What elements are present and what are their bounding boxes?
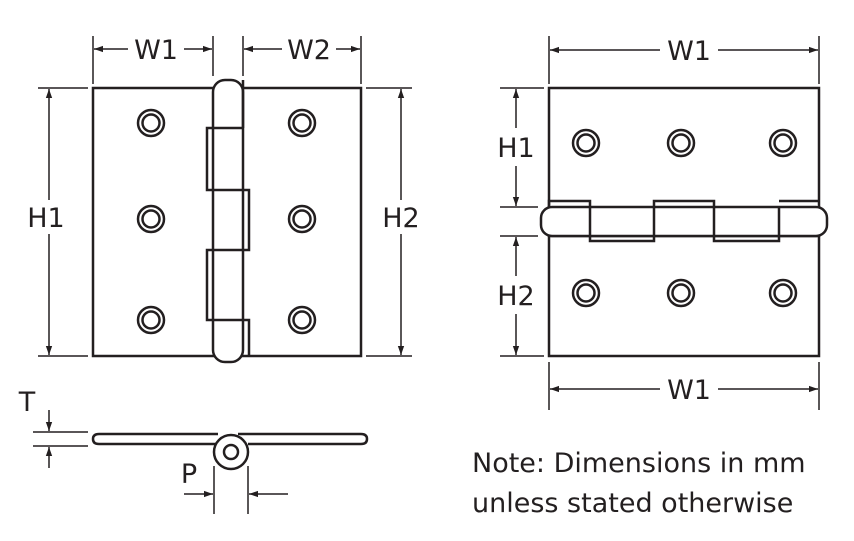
dimensions-note: Note: Dimensions in mm unless stated oth… [472, 444, 806, 524]
hole-icon [666, 128, 696, 158]
top-leaf-lower [547, 234, 821, 358]
front-knuckle-tabs [205, 80, 251, 356]
dim-label-h2-front: H2 [382, 203, 419, 234]
hole-icon [136, 305, 166, 335]
hole-icon [666, 278, 696, 308]
hole-icon [136, 204, 166, 234]
top-view [539, 86, 829, 358]
hole-icon [287, 305, 317, 335]
dim-label-t: T [18, 387, 36, 418]
top-knuckle-row [539, 205, 829, 238]
front-knuckle-column [211, 78, 245, 364]
hole-icon [136, 108, 166, 138]
note-line-1: Note: Dimensions in mm [472, 448, 806, 479]
dim-label-w1-bottom: W1 [667, 375, 711, 406]
hole-icon [768, 278, 798, 308]
side-pin-inner [222, 443, 240, 461]
dim-label-p: P [181, 459, 197, 490]
hole-icon [571, 128, 601, 158]
front-view [91, 78, 363, 364]
dim-label-w1-top: W1 [667, 36, 711, 67]
dim-label-h1-top: H1 [497, 133, 534, 164]
side-dimensions [33, 410, 288, 514]
top-knuckle-tabs [547, 199, 819, 243]
front-dimensions [38, 36, 412, 357]
hole-icon [571, 278, 601, 308]
dim-label-w2-front: W2 [287, 35, 331, 66]
hole-icon [287, 108, 317, 138]
side-pin-outer [212, 433, 250, 471]
dim-label-w1-front: W1 [134, 35, 178, 66]
top-dimensions [500, 36, 820, 410]
note-line-2: unless stated otherwise [472, 488, 794, 519]
hole-icon [768, 128, 798, 158]
front-leaf-left [91, 86, 218, 358]
dim-label-h2-top: H2 [497, 281, 534, 312]
hole-icon [287, 204, 317, 234]
side-leaf-right [238, 432, 369, 446]
side-view [91, 432, 369, 471]
dim-label-h1-front: H1 [27, 203, 64, 234]
front-leaf-right [238, 86, 363, 358]
side-leaf-left [91, 432, 218, 446]
